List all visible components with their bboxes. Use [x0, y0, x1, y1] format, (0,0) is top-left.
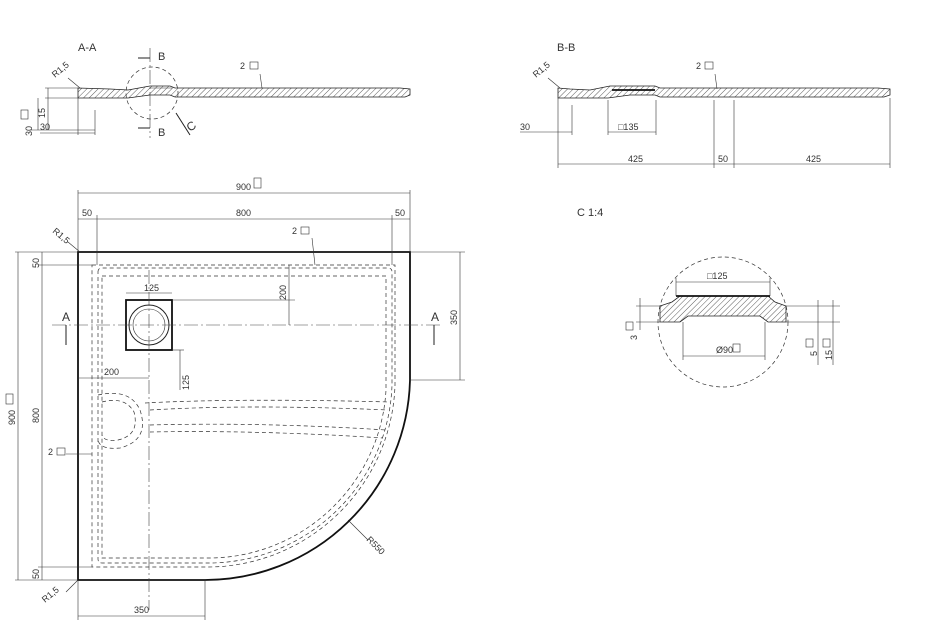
plan-inner-surface — [97, 267, 393, 564]
slope-leader-aa — [259, 73, 263, 89]
dim-c-right-height: 15 — [824, 350, 834, 360]
section-bb-profile — [557, 85, 891, 99]
dim-c-square: □125 — [707, 271, 727, 281]
slope-symbol-aa — [249, 61, 259, 70]
dim-plan-drain-horiz: 200 — [104, 367, 119, 377]
cut-label-b-bottom: B — [158, 127, 165, 139]
dim-plan-right-margin: 50 — [395, 208, 405, 218]
dim-c-diameter: Ø90 — [716, 345, 733, 355]
plan-outline — [77, 251, 411, 581]
slope-symbol-bb — [704, 61, 714, 70]
plan-channel-1 — [144, 399, 391, 404]
plan-channel-3 — [149, 423, 387, 431]
dim-bb-offset: 30 — [520, 122, 530, 132]
section-aa: A-A C B B 2 R1,5 15 30 30 — [20, 42, 411, 139]
radius-plan-arc: R550 — [365, 534, 387, 556]
tolerance-box-plan-1 — [253, 177, 262, 189]
dim-plan-total-height: 900 — [7, 410, 17, 425]
detail-circle-c — [125, 66, 179, 120]
radius-leader-plan-arc — [347, 519, 369, 541]
dim-aa-thickness: 15 — [37, 108, 47, 118]
dim-bb-mid: 50 — [718, 154, 728, 164]
dim-plan-drain-square: 125 — [144, 283, 159, 293]
slope-symbol-plan-top — [300, 226, 310, 235]
section-aa-title: A-A — [78, 42, 97, 54]
detail-c-title: C 1:4 — [577, 207, 603, 219]
plan-recess-outer — [97, 392, 143, 449]
dim-bb-right: 425 — [806, 154, 821, 164]
section-a-left: A — [62, 310, 70, 324]
dim-aa-offset: 30 — [40, 122, 50, 132]
dim-plan-inner-height: 800 — [31, 408, 41, 423]
dim-bb-drain: □135 — [618, 122, 638, 132]
dim-plan-drain-offset: 125 — [181, 375, 191, 390]
dim-bb-left: 425 — [628, 154, 643, 164]
dim-c-right-small: 5 — [809, 351, 819, 356]
plan-inner-rim — [91, 264, 396, 568]
plan-channel-2 — [149, 406, 389, 411]
dim-plan-left-margin: 50 — [82, 208, 92, 218]
slope-plan-top: 2 — [292, 226, 297, 236]
radius-bb: R1,5 — [531, 60, 552, 80]
dim-c-left-small: 3 — [629, 335, 639, 340]
tolerance-box-plan-2 — [5, 393, 14, 405]
radius-leader-aa — [67, 77, 81, 89]
dim-plan-drain-vert: 200 — [278, 285, 288, 300]
dim-plan-right-350: 350 — [449, 310, 459, 325]
plan-view: A A 900 50 800 50 R1,5 2 125 200 200 125 — [5, 177, 465, 620]
radius-plan-bottom: R1,5 — [40, 585, 61, 605]
section-aa-profile — [77, 85, 411, 99]
detail-label-c: C — [184, 118, 199, 135]
slope-leader-plan-top — [311, 237, 316, 266]
dim-plan-bottom-350: 350 — [134, 605, 149, 615]
section-bb-title: B-B — [557, 42, 575, 54]
cut-label-b-top: B — [158, 51, 165, 63]
detail-leader-c — [175, 112, 191, 136]
slope-plan-left: 2 — [48, 447, 53, 457]
detail-c: C 1:4 □125 Ø90 3 5 15 — [577, 207, 840, 388]
section-a-right: A — [431, 310, 439, 324]
dim-aa-height: 30 — [24, 126, 34, 136]
dim-plan-bottom-margin: 50 — [31, 569, 41, 579]
radius-leader-plan-bottom — [65, 579, 79, 593]
radius-leader-plan-corner — [67, 241, 81, 253]
tolerance-box-c-1 — [732, 343, 741, 353]
plan-recess-inner — [101, 400, 136, 441]
section-bb: B-B R1,5 2 30 □135 425 50 425 — [520, 42, 891, 168]
radius-leader-bb — [547, 77, 561, 89]
dim-plan-top-margin: 50 — [31, 258, 41, 268]
tolerance-box-c-2 — [625, 321, 634, 331]
radius-aa: R1,5 — [50, 60, 71, 80]
slope-aa: 2 — [240, 61, 245, 71]
plan-channel-4 — [149, 431, 384, 439]
plan-inner-floor — [101, 275, 387, 559]
slope-symbol-plan-left — [56, 447, 66, 456]
slope-leader-bb — [714, 73, 718, 90]
tolerance-box-c-3 — [805, 338, 814, 348]
detail-c-profile — [659, 295, 787, 323]
slope-bb: 2 — [696, 61, 701, 71]
tolerance-box-c-4 — [822, 338, 831, 348]
dim-plan-inner-width: 800 — [236, 208, 251, 218]
tolerance-box-aa — [20, 109, 29, 120]
dim-plan-total-width: 900 — [236, 182, 251, 192]
